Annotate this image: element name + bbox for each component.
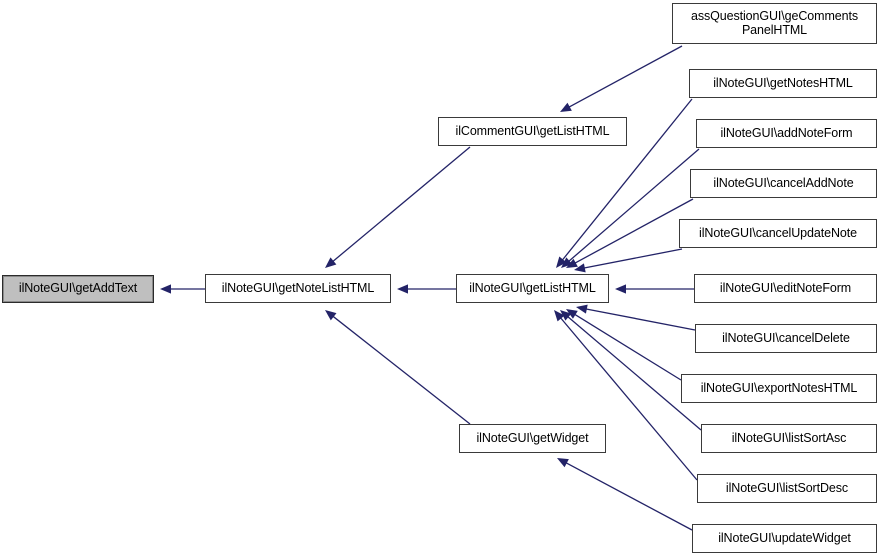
- edge-arrowhead: [566, 258, 578, 268]
- graph-node-cancelAddNote[interactable]: ilNoteGUI\cancelAddNote: [690, 169, 877, 198]
- graph-node-label: ilNoteGUI\getNoteListHTML: [221, 280, 375, 295]
- graph-node-editNoteForm[interactable]: ilNoteGUI\editNoteForm: [694, 274, 877, 303]
- graph-edge-addNoteForm-to-ilNoteGUI_getListHTML: [561, 148, 700, 268]
- graph-node-listSortDesc[interactable]: ilNoteGUI\listSortDesc: [697, 474, 877, 503]
- graph-node-label: ilNoteGUI\getAddText: [18, 281, 138, 296]
- edge-arrowhead: [615, 284, 626, 294]
- edge-arrowhead: [560, 102, 572, 112]
- graph-edge-cancelDelete-to-ilNoteGUI_getListHTML: [576, 304, 696, 331]
- graph-edge-cancelUpdateNote-to-ilNoteGUI_getListHTML: [574, 248, 683, 273]
- graph-node-label: ilNoteGUI\getWidget: [476, 430, 589, 445]
- graph-edge-cancelAddNote-to-ilNoteGUI_getListHTML: [566, 198, 694, 268]
- edge-arrowhead: [397, 284, 408, 294]
- graph-node-getWidget[interactable]: ilNoteGUI\getWidget: [459, 424, 606, 453]
- edge-arrowhead: [325, 257, 337, 268]
- graph-node-label: ilCommentGUI\getListHTML: [455, 123, 610, 138]
- graph-node-label: assQuestionGUI\geComments PanelHTML: [690, 9, 858, 37]
- graph-node-label: ilNoteGUI\cancelAddNote: [713, 175, 854, 190]
- graph-edge-getWidget-to-getNoteListHTML: [325, 310, 471, 425]
- edge-arrowhead: [576, 304, 588, 314]
- graph-node-getNotesHTML[interactable]: ilNoteGUI\getNotesHTML: [689, 69, 877, 98]
- edge-arrowhead: [561, 257, 573, 268]
- graph-edge-ilCommentGUI_getListHTML-to-getNoteListHTML: [325, 146, 471, 268]
- graph-edge-listSortDesc-to-ilNoteGUI_getListHTML: [554, 310, 698, 481]
- graph-node-addNoteForm[interactable]: ilNoteGUI\addNoteForm: [696, 119, 877, 148]
- edge-arrowhead: [574, 263, 586, 273]
- edge-arrowhead: [560, 310, 572, 321]
- graph-node-exportNotesHTML[interactable]: ilNoteGUI\exportNotesHTML: [681, 374, 877, 403]
- graph-node-label: ilNoteGUI\updateWidget: [718, 530, 851, 545]
- graph-node-label: ilNoteGUI\cancelUpdateNote: [699, 225, 857, 240]
- graph-edge-getNoteListHTML-to-getAddText: [160, 284, 205, 294]
- graph-node-getAddText[interactable]: ilNoteGUI\getAddText: [2, 275, 154, 303]
- graph-edge-exportNotesHTML-to-ilNoteGUI_getListHTML: [566, 309, 682, 381]
- graph-node-updateWidget[interactable]: ilNoteGUI\updateWidget: [692, 524, 877, 553]
- edge-arrowhead: [556, 256, 567, 268]
- edge-arrowhead: [557, 458, 569, 468]
- graph-node-ilCommentGUI_getListHTML[interactable]: ilCommentGUI\getListHTML: [438, 117, 627, 146]
- graph-node-label: ilNoteGUI\cancelDelete: [722, 330, 850, 345]
- graph-node-label: ilNoteGUI\editNoteForm: [719, 280, 852, 295]
- graph-node-cancelUpdateNote[interactable]: ilNoteGUI\cancelUpdateNote: [679, 219, 877, 248]
- graph-node-label: ilNoteGUI\listSortAsc: [731, 430, 847, 445]
- graph-node-listSortAsc[interactable]: ilNoteGUI\listSortAsc: [701, 424, 877, 453]
- graph-node-label: ilNoteGUI\listSortDesc: [725, 480, 849, 495]
- graph-node-label: ilNoteGUI\getListHTML: [469, 280, 596, 295]
- edge-arrowhead: [554, 310, 565, 322]
- graph-edge-editNoteForm-to-ilNoteGUI_getListHTML: [615, 284, 694, 294]
- graph-edge-geCommentsPanelHTML-to-ilCommentGUI_getListHTML: [560, 45, 683, 112]
- graph-node-ilNoteGUI_getListHTML[interactable]: ilNoteGUI\getListHTML: [456, 274, 609, 303]
- graph-node-getNoteListHTML[interactable]: ilNoteGUI\getNoteListHTML: [205, 274, 391, 303]
- graph-node-cancelDelete[interactable]: ilNoteGUI\cancelDelete: [695, 324, 877, 353]
- graph-node-label: ilNoteGUI\exportNotesHTML: [700, 380, 858, 395]
- edge-arrowhead: [566, 309, 578, 319]
- graph-edge-listSortAsc-to-ilNoteGUI_getListHTML: [560, 310, 702, 431]
- edge-arrowhead: [160, 284, 171, 294]
- edge-arrowhead: [325, 310, 337, 321]
- graph-edge-updateWidget-to-getWidget: [557, 458, 693, 531]
- graph-node-label: ilNoteGUI\getNotesHTML: [713, 75, 853, 90]
- graph-node-geCommentsPanelHTML[interactable]: assQuestionGUI\geComments PanelHTML: [672, 3, 877, 44]
- graph-edge-ilNoteGUI_getListHTML-to-getNoteListHTML: [397, 284, 456, 294]
- graph-node-label: ilNoteGUI\addNoteForm: [720, 125, 853, 140]
